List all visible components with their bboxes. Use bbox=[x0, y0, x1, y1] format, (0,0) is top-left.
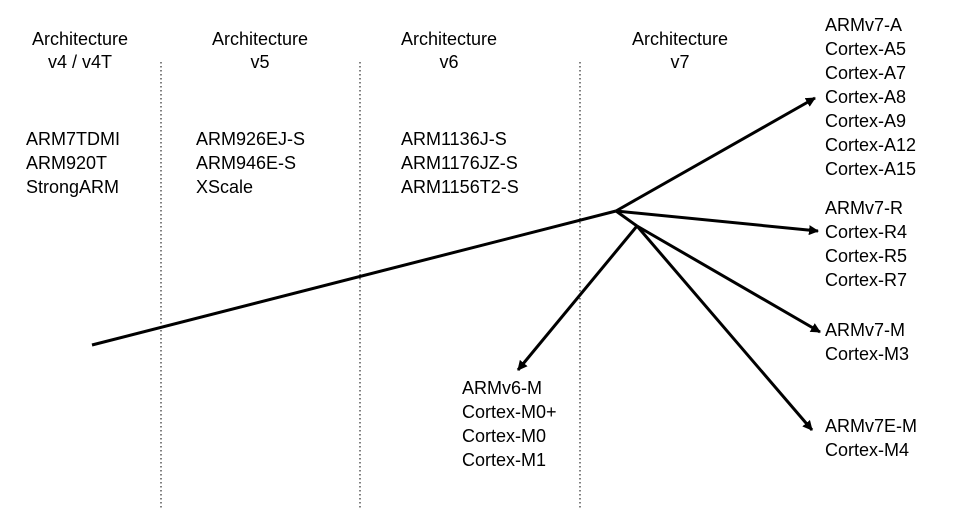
core-cortex-a5: Cortex-A5 bbox=[825, 39, 907, 59]
evolution-trunk-line bbox=[91, 209, 617, 347]
arrow-to-armv6m bbox=[516, 225, 639, 371]
core-xscale: XScale bbox=[196, 177, 254, 197]
arrow-to-armv7r bbox=[615, 209, 819, 236]
arrow-to-armv7a bbox=[615, 96, 816, 213]
profile-armv7m: ARMv7-M bbox=[825, 320, 905, 340]
header-v6: Architecture v6 bbox=[374, 28, 524, 74]
branch-armv7r: ARMv7-R Cortex-R4 Cortex-R5 Cortex-R7 bbox=[825, 196, 907, 292]
cores-v4: ARM7TDMI ARM920T StrongARM bbox=[26, 127, 120, 199]
profile-armv7r: ARMv7-R bbox=[825, 198, 904, 218]
core-cortex-m0: Cortex-M0 bbox=[462, 426, 547, 446]
core-arm1136j-s: ARM1136J-S bbox=[401, 129, 507, 149]
header-v5-line1: Architecture bbox=[211, 29, 309, 49]
core-cortex-a7: Cortex-A7 bbox=[825, 63, 907, 83]
arrow-to-armv7em bbox=[635, 225, 814, 431]
core-cortex-r7: Cortex-R7 bbox=[825, 270, 908, 290]
core-arm1176jz-s: ARM1176JZ-S bbox=[401, 153, 518, 173]
arrow-to-armv7m bbox=[636, 224, 821, 334]
profile-armv7em: ARMv7E-M bbox=[825, 416, 918, 436]
branch-armv7m: ARMv7-M Cortex-M3 bbox=[825, 318, 909, 366]
header-v4-line1: Architecture bbox=[31, 29, 129, 49]
branch-armv7em: ARMv7E-M Cortex-M4 bbox=[825, 414, 917, 462]
core-cortex-a15: Cortex-A15 bbox=[825, 159, 917, 179]
header-v7-line2: v7 bbox=[670, 52, 690, 72]
header-v4-line2: v4 / v4T bbox=[47, 52, 113, 72]
header-v4: Architecture v4 / v4T bbox=[5, 28, 155, 74]
core-arm920t: ARM920T bbox=[26, 153, 108, 173]
header-v7: Architecture v7 bbox=[605, 28, 755, 74]
core-cortex-a8: Cortex-A8 bbox=[825, 87, 907, 107]
core-cortex-r4: Cortex-R4 bbox=[825, 222, 908, 242]
core-cortex-m3: Cortex-M3 bbox=[825, 344, 910, 364]
profile-armv7a: ARMv7-A bbox=[825, 15, 903, 35]
core-cortex-a12: Cortex-A12 bbox=[825, 135, 917, 155]
header-v5-line2: v5 bbox=[250, 52, 270, 72]
core-strongarm: StrongARM bbox=[26, 177, 120, 197]
header-v6-line2: v6 bbox=[439, 52, 459, 72]
cores-v6: ARM1136J-S ARM1176JZ-S ARM1156T2-S bbox=[401, 127, 519, 199]
core-cortex-r5: Cortex-R5 bbox=[825, 246, 908, 266]
core-arm7tdmi: ARM7TDMI bbox=[26, 129, 120, 149]
branch-armv7a: ARMv7-A Cortex-A5 Cortex-A7 Cortex-A8 Co… bbox=[825, 13, 916, 181]
core-cortex-m1: Cortex-M1 bbox=[462, 450, 547, 470]
branch-lower-stem bbox=[615, 209, 638, 228]
core-cortex-a9: Cortex-A9 bbox=[825, 111, 907, 131]
core-cortex-m0plus: Cortex-M0+ bbox=[462, 402, 557, 422]
header-v5: Architecture v5 bbox=[185, 28, 335, 74]
core-arm1156t2-s: ARM1156T2-S bbox=[401, 177, 519, 197]
branch-armv6m: ARMv6-M Cortex-M0+ Cortex-M0 Cortex-M1 bbox=[462, 376, 557, 472]
header-v7-line1: Architecture bbox=[631, 29, 729, 49]
cores-v5: ARM926EJ-S ARM946E-S XScale bbox=[196, 127, 305, 199]
core-arm926ej-s: ARM926EJ-S bbox=[196, 129, 306, 149]
core-cortex-m4: Cortex-M4 bbox=[825, 440, 910, 460]
core-arm946e-s: ARM946E-S bbox=[196, 153, 297, 173]
header-v6-line1: Architecture bbox=[400, 29, 498, 49]
profile-armv6m: ARMv6-M bbox=[462, 378, 542, 398]
